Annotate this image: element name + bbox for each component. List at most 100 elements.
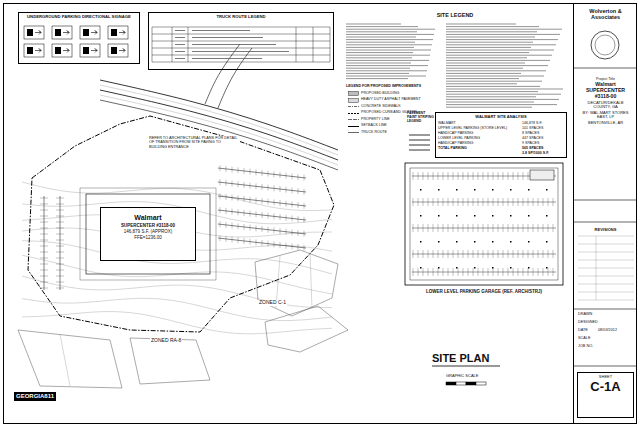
note-text-line: [346, 52, 413, 53]
parking-stall: [286, 201, 287, 207]
node-heading: LOWER LEVEL PARKING GARAGE (REF. ARCH/ST…: [407, 289, 561, 294]
sheet-title: SITE PLAN: [432, 352, 489, 365]
drive-aisle: [86, 194, 210, 274]
parking-stall: [274, 227, 275, 233]
table-text-line: [175, 51, 185, 52]
note-text-line: [446, 39, 558, 40]
node-text: Walmart SUPERCENTER #3118-00: [579, 82, 632, 100]
title-block-rule: [574, 200, 636, 201]
garage-column: [420, 189, 422, 191]
legend-text: SETBACK LINE: [361, 124, 387, 128]
garage-column: [528, 215, 530, 217]
garage-plan: LOWER LEVEL PARKING GARAGE (REF. ARCH/ST…: [405, 163, 563, 299]
parking-stall: [56, 246, 64, 247]
parking-stall: [304, 203, 305, 209]
drawing-label: ZONED C-1: [258, 300, 287, 306]
parking-stall: [274, 241, 275, 247]
sign-arrow: [63, 49, 69, 53]
parking-stall: [268, 199, 269, 205]
note-text-line: [446, 31, 537, 32]
legend-row: PROPERTY LINE: [348, 117, 390, 122]
legend-row: CONCRETE SIDEWALK: [348, 104, 401, 109]
revision-row: [578, 268, 634, 269]
node-text: C-1A: [580, 380, 631, 395]
sign-arrow: [91, 49, 97, 53]
note-text-line: [346, 37, 416, 38]
parking-stall: [40, 198, 48, 199]
note-text-line: [446, 70, 546, 71]
parking-stall: [274, 185, 275, 191]
parking-stall: [40, 252, 48, 253]
parking-stall: [226, 236, 227, 242]
lot-line: [265, 306, 348, 352]
parking-stall: [232, 237, 233, 243]
sheet-number-box: SHEETC-1A: [577, 372, 634, 418]
legend-text: PROPOSED CURB AND GUTTER: [361, 111, 417, 115]
scale-bar: [456, 382, 466, 385]
parking-stall: [56, 234, 64, 235]
title-block: Wolverton & AssociatesProject TitleWalma…: [575, 5, 636, 422]
note-text-line: [346, 68, 410, 69]
parking-stall: [286, 243, 287, 249]
garage-row: [412, 254, 556, 255]
legend-text: PROPOSED BUILDING: [361, 92, 399, 96]
node-text: BY: WAL-MART STORES EAST, LP: [579, 111, 632, 120]
legend-row: SETBACK LINE: [348, 124, 387, 129]
parking-stall: [280, 200, 281, 206]
parking-stall: [280, 242, 281, 248]
parking-stall: [286, 187, 287, 193]
note-text-line: [446, 37, 535, 38]
parking-stall: [232, 195, 233, 201]
parking-stall: [292, 187, 293, 193]
parking-stall: [256, 239, 257, 245]
table-rule: [172, 27, 173, 62]
lot-line: [310, 252, 312, 308]
contour-line: [22, 276, 332, 308]
note-text-line: [446, 78, 519, 79]
note-text-line: [446, 81, 542, 82]
garage-inner: [410, 168, 558, 280]
contour-line: [22, 312, 332, 334]
note-text-line: [346, 24, 401, 25]
parking-row: [218, 168, 306, 178]
parking-stall: [220, 207, 221, 213]
drawing-label: SCALE: [578, 336, 590, 340]
garage-column: [438, 241, 440, 243]
parking-stall: [292, 229, 293, 235]
garage-column: [474, 215, 476, 217]
parking-stall: [40, 240, 48, 241]
legend-row: PROPOSED BUILDING: [348, 91, 399, 96]
legend-row: TRUCK ROUTE: [348, 130, 387, 135]
parking-stall: [262, 184, 263, 190]
drawing-label: TOTAL PARKING: [438, 146, 467, 150]
note-text-line: [446, 57, 527, 58]
garage-column: [438, 215, 440, 217]
parking-stall: [268, 241, 269, 247]
sign-arrow: [91, 31, 97, 35]
lot-line: [255, 250, 338, 316]
parking-stall: [262, 240, 263, 246]
drawing-label: DATE: [578, 328, 588, 332]
parking-stall: [56, 216, 64, 217]
revision-row: [578, 292, 634, 293]
parking-stall: [280, 172, 281, 178]
note-text-line: [446, 44, 556, 45]
drawing-label: ZONED RA-8: [150, 338, 182, 344]
drawing-label: GEORGIA811: [14, 392, 56, 401]
seal: [591, 31, 619, 59]
legend-sample: [348, 111, 359, 116]
drawing-label: HANDICAP PARKING: [438, 141, 473, 145]
parking-stall: [256, 197, 257, 203]
garage-column: [456, 189, 458, 191]
note-text-line: [446, 52, 529, 53]
drawing-label: 3.8 SP/1000 S.F.: [522, 151, 549, 155]
legend-row: PROPOSED CURB AND GUTTER: [348, 111, 417, 116]
parking-row: [218, 196, 306, 206]
node-text: 146,879 S.F. (APPROX): [103, 229, 193, 234]
striping-sample: [409, 150, 430, 151]
garage-row: [412, 272, 556, 273]
garage-column: [546, 215, 548, 217]
table-rule: [313, 27, 314, 62]
note-text-line: [346, 42, 415, 43]
parking-stall: [280, 186, 281, 192]
